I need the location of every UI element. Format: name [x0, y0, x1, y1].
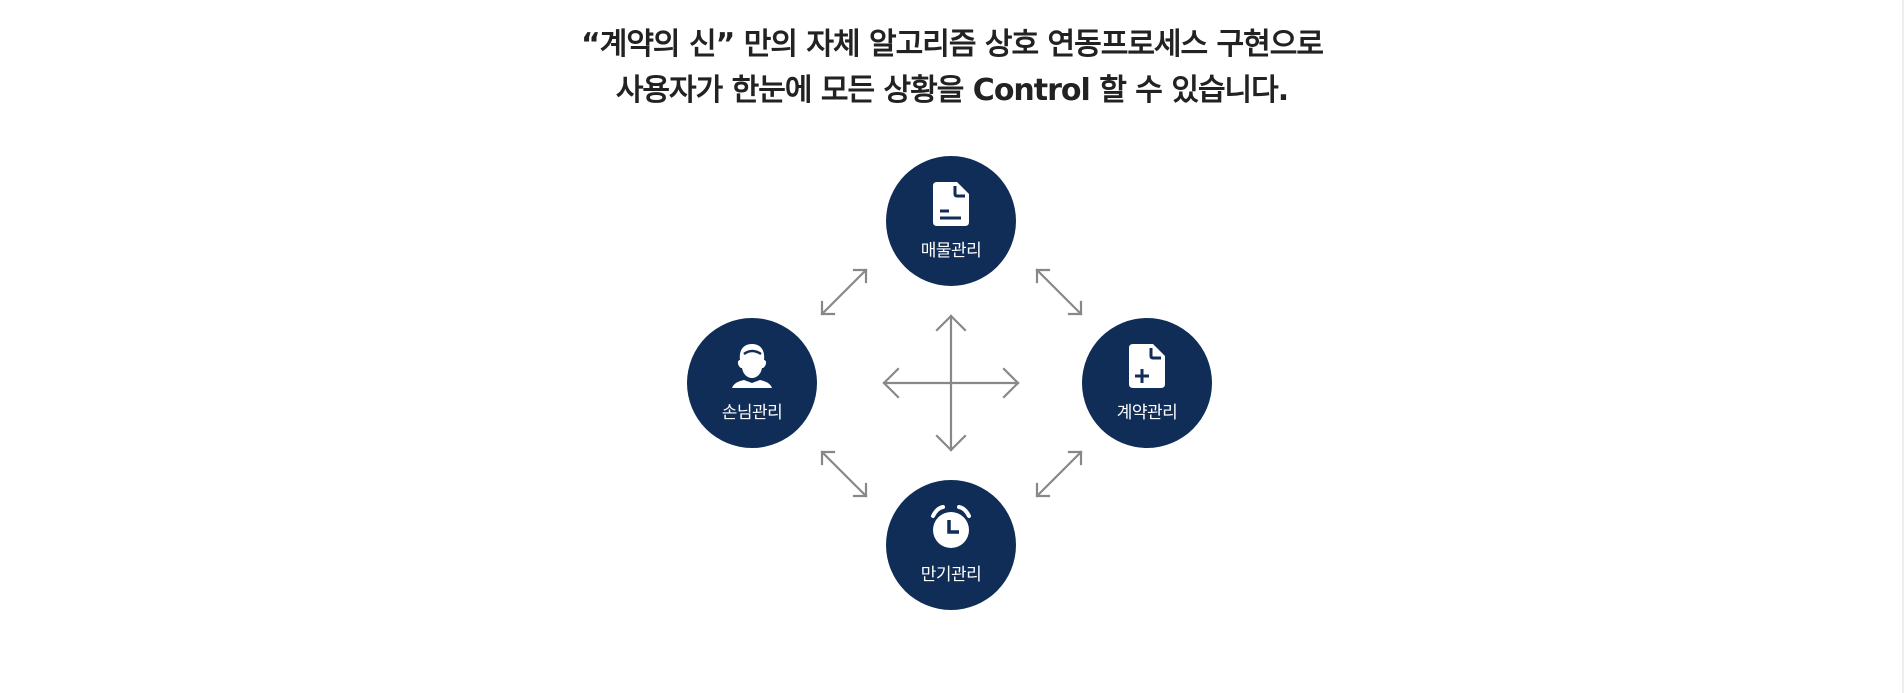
- node-label: 매물관리: [920, 241, 982, 261]
- headline: “계약의 신” 만의 자체 알고리즘 상호 연동프로세스 구현으로 사용자가 한…: [0, 22, 1904, 114]
- node-property-management: 매물관리: [886, 156, 1016, 286]
- node-expiry-management: 만기관리: [886, 480, 1016, 610]
- arrow-left-top: [820, 268, 868, 316]
- scrollbar-track[interactable]: [1902, 0, 1904, 693]
- document-add-icon: [1129, 344, 1165, 388]
- node-label: 만기관리: [920, 565, 982, 585]
- alarm-clock-icon: [931, 505, 971, 548]
- arrow-top-right: [1035, 268, 1083, 316]
- headline-line-1: “계약의 신” 만의 자체 알고리즘 상호 연동프로세스 구현으로: [581, 27, 1324, 62]
- node-contract-management: 계약관리: [1082, 318, 1212, 448]
- document-icon: [933, 182, 969, 226]
- node-customer-management: 손님관리: [687, 318, 817, 448]
- down-arrowhead: [935, 434, 967, 452]
- node-label: 계약관리: [1116, 403, 1178, 423]
- up-arrowhead: [935, 314, 967, 332]
- left-arrowhead: [882, 367, 900, 399]
- arrow-left-bottom: [820, 450, 868, 498]
- center-cross-arrows: [882, 314, 1020, 452]
- person-icon: [732, 344, 772, 388]
- headline-line-2: 사용자가 한눈에 모든 상황을 Control 할 수 있습니다.: [615, 73, 1289, 108]
- arrow-bottom-right: [1035, 450, 1083, 498]
- node-label: 손님관리: [721, 403, 783, 423]
- right-arrowhead: [1002, 367, 1020, 399]
